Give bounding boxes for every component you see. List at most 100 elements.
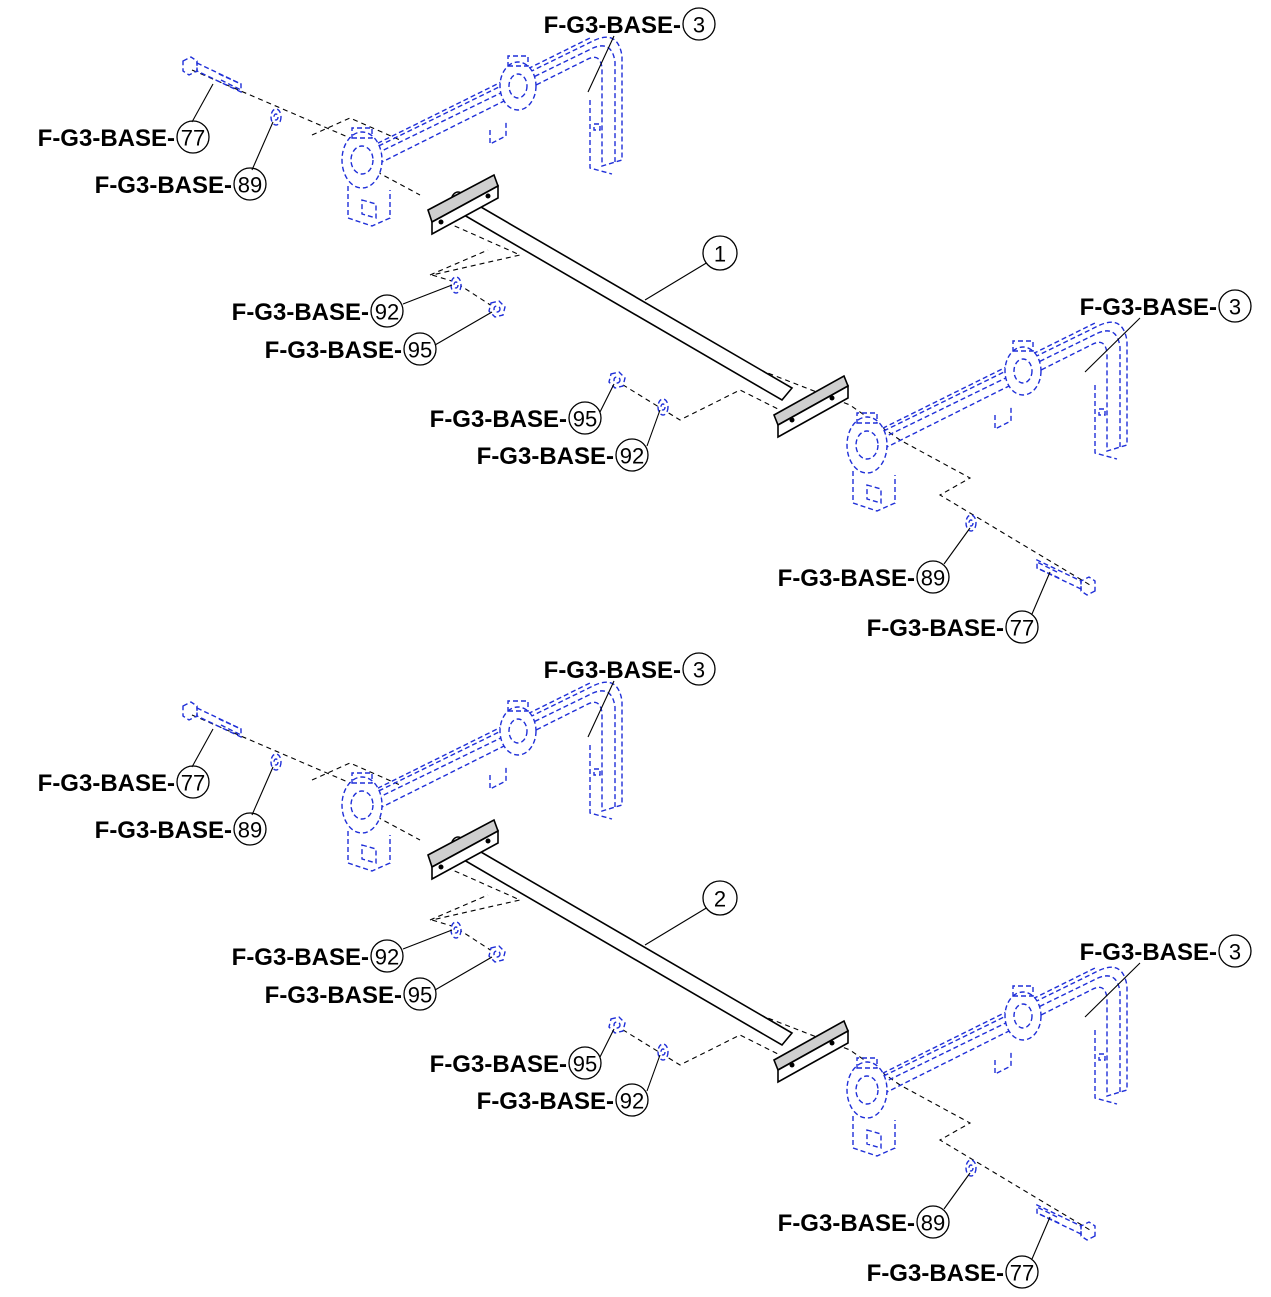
main-part-number: 1 — [714, 242, 726, 267]
explode-path-left — [191, 714, 421, 841]
callout-circle — [403, 977, 437, 1011]
callout-number: 89 — [238, 818, 262, 843]
part-callout: F-G3-BASE-89 — [95, 167, 267, 201]
leader-line — [1084, 962, 1141, 1018]
callout-number: 95 — [573, 1052, 597, 1077]
callout-prefix: F-G3-BASE- — [430, 1051, 567, 1078]
callout-circle — [233, 167, 267, 201]
washer-mid-left — [450, 276, 462, 294]
end-plate-left-face — [431, 184, 499, 236]
main-part-circle — [702, 235, 738, 271]
part-callout: F-G3-BASE- 3 — [1080, 934, 1252, 968]
part-callout: F-G3-BASE-89 — [778, 560, 950, 594]
leader-line — [646, 409, 661, 447]
leader-line — [587, 680, 615, 738]
plate-hole — [485, 193, 491, 199]
main-part-callout: 1 — [644, 235, 738, 301]
part-callout: F-G3-BASE-95 — [265, 977, 437, 1011]
explode-path-mid-left — [429, 214, 522, 309]
callout-prefix: F-G3-BASE- — [265, 982, 402, 1009]
part-callout: F-G3-BASE-92 — [232, 294, 404, 328]
nut-mid-right — [608, 1016, 626, 1034]
end-plate-left-face — [431, 829, 499, 881]
callout-number: 95 — [408, 338, 432, 363]
leader-line — [599, 1028, 615, 1058]
part-callout: F-G3-BASE-95 — [430, 1046, 602, 1080]
callout-number: 89 — [921, 566, 945, 591]
callout-circle — [568, 1046, 602, 1080]
callout-circle — [682, 652, 716, 686]
part-callout: F-G3-BASE- 3 — [544, 7, 716, 41]
callout-prefix: F-G3-BASE- — [265, 337, 402, 364]
callout-circle — [233, 812, 267, 846]
crossbar-tube — [450, 194, 794, 402]
callout-circle — [370, 939, 404, 973]
callout-prefix: F-G3-BASE- — [544, 12, 681, 39]
nut-mid-right — [608, 371, 626, 389]
explode-path-mid-right — [614, 379, 781, 421]
callout-circle — [916, 1205, 950, 1239]
callout-circle — [1218, 934, 1252, 968]
part-callout: F-G3-BASE-3 — [544, 652, 716, 686]
plate-hole — [438, 864, 444, 870]
callout-prefix: F-G3-BASE- — [430, 406, 567, 433]
leader-line — [434, 311, 493, 346]
explode-path-mid-left-2 — [429, 249, 489, 276]
plate-hole — [438, 219, 444, 225]
leader-line — [251, 121, 274, 171]
callout-prefix: F-G3-BASE- — [867, 1260, 1004, 1287]
callout-number: 92 — [375, 300, 399, 325]
part-callout: F-G3-BASE-89 — [95, 812, 267, 846]
callout-number: 95 — [408, 983, 432, 1008]
callout-prefix: F-G3-BASE- — [778, 565, 915, 592]
main-part-callout: 2 — [644, 880, 738, 946]
callout-prefix: F-G3-BASE- — [38, 125, 175, 152]
callout-prefix: F-G3-BASE- — [95, 817, 232, 844]
leader-line — [646, 1054, 661, 1092]
callout-circle — [1005, 610, 1039, 644]
plate-hole — [789, 417, 795, 423]
part-callout: F-G3-BASE-3 — [1080, 289, 1252, 323]
callout-prefix: F-G3-BASE- — [232, 299, 369, 326]
part-callout: F-G3-BASE-77 — [867, 1255, 1039, 1289]
callout-circle — [403, 332, 437, 366]
part-callout: F-G3-BASE-92 — [232, 939, 404, 973]
leader-line — [1084, 317, 1141, 373]
callout-prefix: F-G3-BASE- — [38, 770, 175, 797]
callout-number: 89 — [238, 173, 262, 198]
washer-right — [965, 514, 977, 532]
part-callout: F-G3-BASE-92 — [477, 1083, 649, 1117]
leader-line — [644, 906, 709, 946]
explode-path-mid-left — [429, 859, 522, 954]
callout-number: 77 — [181, 126, 205, 151]
explode-path-mid-right — [614, 1024, 781, 1066]
callout-prefix: F-G3-BASE- — [1080, 939, 1217, 966]
leader-line — [1031, 571, 1051, 615]
callout-prefix: F-G3-BASE- — [95, 172, 232, 199]
explode-path-mid-left-2 — [429, 894, 489, 921]
part-callout: F-G3-BASE-77 — [38, 765, 210, 799]
callout-number: 77 — [181, 771, 205, 796]
part-callout: F-G3-BASE-95 — [430, 401, 602, 435]
plate-hole — [829, 395, 835, 401]
leader-line — [402, 284, 453, 305]
explode-path-right — [759, 369, 1091, 586]
callout-number: 3 — [1229, 940, 1241, 965]
plate-hole — [485, 838, 491, 844]
main-part-number: 2 — [714, 887, 726, 912]
callout-number: 3 — [693, 658, 705, 683]
bolt-right — [1036, 559, 1096, 596]
callout-number: 92 — [620, 444, 644, 469]
callout-number: 77 — [1010, 1261, 1034, 1286]
callout-circle — [568, 401, 602, 435]
washer-right — [965, 1159, 977, 1177]
callout-prefix: F-G3-BASE- — [778, 1210, 915, 1237]
callout-number: 3 — [1229, 295, 1241, 320]
leader-line — [191, 728, 214, 768]
callout-number: 3 — [693, 13, 705, 38]
part-callout: F-G3-BASE-92 — [477, 438, 649, 472]
callout-prefix: F-G3-BASE- — [232, 944, 369, 971]
assembly-1-labels: 1F-G3-BASE-3F-G3-BASE-77F-G3-BASE-89F-G3… — [38, 7, 1252, 644]
callout-circle — [1218, 289, 1252, 323]
plate-hole — [789, 1062, 795, 1068]
